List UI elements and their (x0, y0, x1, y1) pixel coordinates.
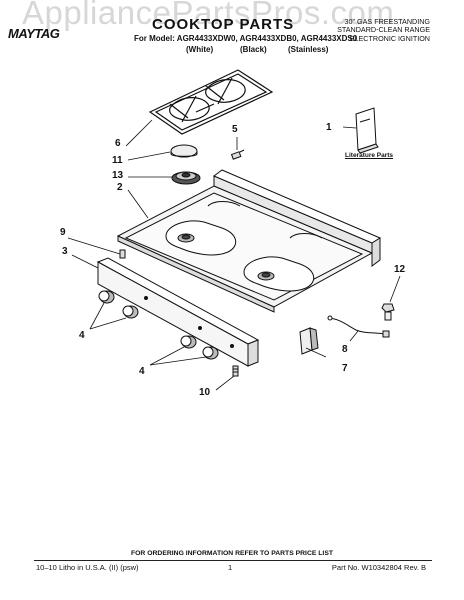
watermark-text: AppliancePartsPros.com (22, 0, 395, 31)
literature-booklet-drawing (355, 107, 379, 154)
burner-base-drawing (171, 171, 201, 185)
screw-drawing (232, 365, 239, 377)
callout-12: 12 (394, 264, 406, 275)
variant-stainless: (Stainless) (288, 45, 329, 54)
desc-line-1: 30" GAS FREESTANDING (344, 17, 431, 26)
callout-5: 5 (232, 124, 238, 135)
model-numbers: For Model: AGR4433XDW0, AGR4433XDB0, AGR… (134, 34, 358, 43)
callout-10: 10 (199, 387, 211, 398)
range-description: 30" GAS FREESTANDING STANDARD-CLEAN RANG… (320, 17, 431, 43)
callout-2: 2 (117, 182, 123, 193)
knob-drawings (98, 290, 219, 360)
callout-9: 9 (60, 227, 66, 238)
burner-cap-drawing (170, 144, 198, 158)
callout-1: 1 (326, 122, 332, 133)
page-title: COOKTOP PARTS (152, 16, 295, 33)
callout-7: 7 (342, 363, 348, 374)
page-number: 1 (228, 563, 233, 572)
callout-3: 3 (62, 246, 68, 257)
wire-harness-drawing (327, 315, 390, 338)
cooktop-panel-drawing (116, 169, 382, 313)
literature-parts-label: Literature Parts (345, 152, 394, 159)
footer-divider (34, 560, 432, 561)
cooktop-screw-drawing (119, 249, 126, 259)
spark-module-drawing (299, 327, 319, 355)
callout-8: 8 (342, 344, 348, 355)
desc-line-2: STANDARD-CLEAN RANGE (337, 25, 430, 35)
callout-6: 6 (115, 138, 121, 149)
callout-4b: 4 (139, 366, 145, 377)
leader-lines (67, 119, 401, 391)
callout-11: 11 (112, 155, 123, 166)
orifice-drawing (381, 303, 395, 321)
burner-grate-drawing (148, 69, 274, 135)
desc-line-3: ELECTRONIC IGNITION (349, 33, 430, 43)
variant-white: (White) (186, 45, 214, 54)
litho-info: 10–10 Litho in U.S.A. (II) (psw) (36, 563, 139, 572)
electrode-drawing (230, 149, 245, 160)
callout-4a: 4 (79, 330, 85, 341)
manifold-panel-drawing (96, 257, 260, 367)
variant-black: (Black) (240, 45, 267, 54)
ordering-note: FOR ORDERING INFORMATION REFER TO PARTS … (130, 550, 334, 557)
callout-13: 13 (112, 170, 124, 181)
part-number: Part No. W10342804 Rev. B (331, 563, 426, 572)
brand-logo: MAYTAG (8, 26, 60, 41)
